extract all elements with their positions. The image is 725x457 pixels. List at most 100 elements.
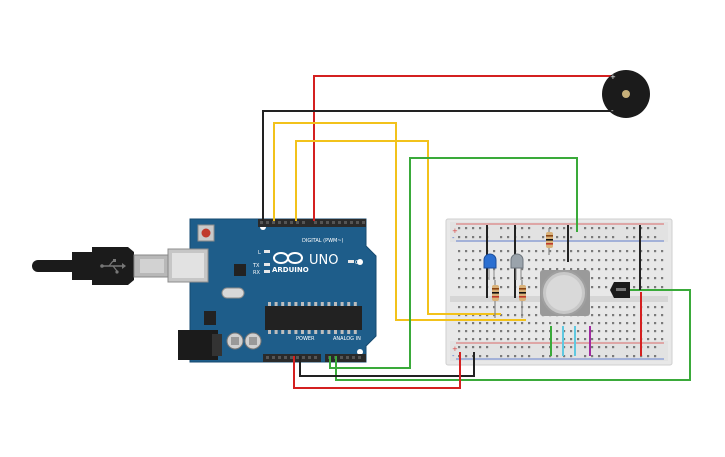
rail-hole — [465, 227, 468, 230]
header-pin — [340, 356, 343, 359]
breadboard-hole — [647, 338, 650, 341]
rail-hole — [626, 346, 629, 349]
breadboard-hole — [619, 259, 622, 262]
capacitor-top — [249, 337, 257, 345]
breadboard-hole — [500, 277, 503, 280]
breadboard-hole — [500, 286, 503, 289]
temperature-sensor[interactable] — [610, 282, 630, 298]
reset-button-cap[interactable] — [201, 228, 211, 238]
chip-leg — [327, 330, 331, 334]
rail-hole — [640, 355, 643, 358]
usb-strain-relief — [72, 252, 92, 280]
breadboard-hole — [458, 306, 461, 309]
breadboard-hole — [633, 338, 636, 341]
resistor-top[interactable] — [546, 228, 553, 255]
breadboard-hole — [465, 338, 468, 341]
analog-header[interactable] — [325, 354, 366, 362]
wire-green-temp[interactable] — [335, 289, 691, 381]
digital-label: DIGITAL (PWM~) — [302, 238, 344, 244]
breadboard-hole — [619, 277, 622, 280]
breadboard-hole — [479, 268, 482, 271]
piezo-buzzer[interactable]: + - — [602, 70, 650, 118]
breadboard-hole — [486, 338, 489, 341]
rail-hole — [654, 355, 657, 358]
breadboard-hole — [556, 338, 559, 341]
digital-header[interactable] — [258, 219, 366, 227]
resistor-led-1[interactable] — [492, 280, 499, 318]
breadboard-hole — [500, 314, 503, 317]
breadboard-hole — [458, 277, 461, 280]
buzzer-plus-label: + — [610, 73, 616, 81]
breadboard-hole — [507, 330, 510, 333]
infinity-logo-icon — [273, 252, 303, 264]
usb-plug-metal-inner — [140, 259, 164, 273]
breadboard-hole — [577, 338, 580, 341]
rail-hole — [591, 355, 594, 358]
rail-hole — [626, 227, 629, 230]
breadboard-hole — [605, 259, 608, 262]
rail-hole — [654, 227, 657, 230]
led-gray[interactable] — [510, 253, 524, 280]
breadboard-hole — [612, 338, 615, 341]
header-pin — [296, 356, 299, 359]
breadboard-hole — [479, 322, 482, 325]
header-pin — [362, 221, 365, 224]
breadboard-hole — [479, 314, 482, 317]
wire-green-sensor[interactable] — [329, 157, 578, 369]
mounting-hole — [357, 259, 363, 265]
rail-hole — [640, 227, 643, 230]
wire-black-gnd[interactable] — [299, 352, 475, 377]
breadboard-hole — [535, 322, 538, 325]
breadboard-hole — [465, 250, 468, 253]
wire-red-buzzer-plus[interactable] — [313, 75, 614, 221]
wire-yellow-led-1[interactable] — [273, 122, 497, 321]
breadboard-hole — [640, 250, 643, 253]
components — [483, 228, 630, 318]
breadboard-hole — [633, 330, 636, 333]
chip-leg — [340, 302, 344, 306]
header-pin — [284, 356, 287, 359]
breadboard-top-rail — [450, 222, 668, 242]
breadboard-hole — [549, 268, 552, 271]
breadboard-hole — [570, 338, 573, 341]
breadboard-hole — [458, 338, 461, 341]
led-blue[interactable] — [483, 253, 497, 280]
breadboard-hole — [584, 259, 587, 262]
arduino-uno-board[interactable]: L TX RX ON ARDUINO UNO DIGITAL (PWM~) PO… — [167, 218, 377, 363]
header-pin — [290, 221, 293, 224]
breadboard-hole — [612, 250, 615, 253]
rail-hole — [605, 346, 608, 349]
breadboard-hole — [521, 268, 524, 271]
resistor-led-2[interactable] — [519, 280, 526, 318]
breadboard-hole — [528, 314, 531, 317]
rail-hole — [570, 346, 573, 349]
breadboard-hole — [612, 330, 615, 333]
breadboard-hole — [584, 330, 587, 333]
breadboard-hole — [591, 259, 594, 262]
breadboard-hole — [570, 268, 573, 271]
breadboard-hole — [465, 330, 468, 333]
arduino-brand: ARDUINO — [272, 266, 309, 274]
breadboard-hole — [465, 314, 468, 317]
chip-leg — [274, 302, 278, 306]
wire-black-buzzer-minus[interactable] — [262, 110, 614, 221]
breadboard-hole — [598, 259, 601, 262]
breadboard-hole — [528, 338, 531, 341]
breadboard-hole — [640, 268, 643, 271]
breadboard-hole — [528, 306, 531, 309]
rail-hole — [584, 236, 587, 239]
breadboard-hole — [661, 268, 664, 271]
breadboard-hole — [598, 250, 601, 253]
breadboard-hole — [542, 250, 545, 253]
wire-yellow-led-2[interactable] — [295, 140, 501, 315]
rail-hole — [521, 355, 524, 358]
usb-cable[interactable] — [32, 247, 169, 285]
rail-hole — [612, 227, 615, 230]
breadboard-hole — [556, 250, 559, 253]
rail-hole — [647, 346, 650, 349]
rail-hole — [605, 227, 608, 230]
chip-leg — [334, 330, 337, 334]
wire-red-5v[interactable] — [293, 352, 461, 389]
breadboard-hole — [507, 314, 510, 317]
gas-sensor[interactable] — [540, 270, 590, 316]
